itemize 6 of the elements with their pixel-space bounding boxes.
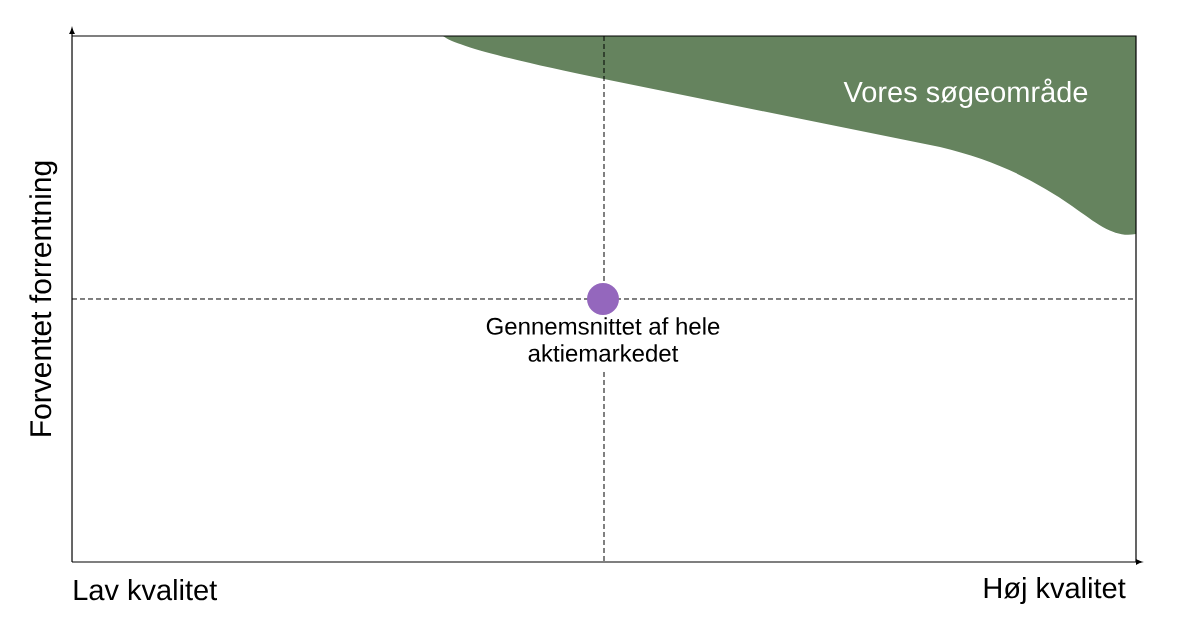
point-caption: Gennemsnittet af hele aktiemarkedet [486,317,720,362]
axis-end-label: Høj kvalitet [984,577,1126,604]
axis-end-label: Lav kvalitet [74,579,217,601]
axis-title: Forventet forrentning [29,161,58,436]
marker-dot [587,283,619,315]
shaded-region: Vores søgeområde [443,36,1136,235]
